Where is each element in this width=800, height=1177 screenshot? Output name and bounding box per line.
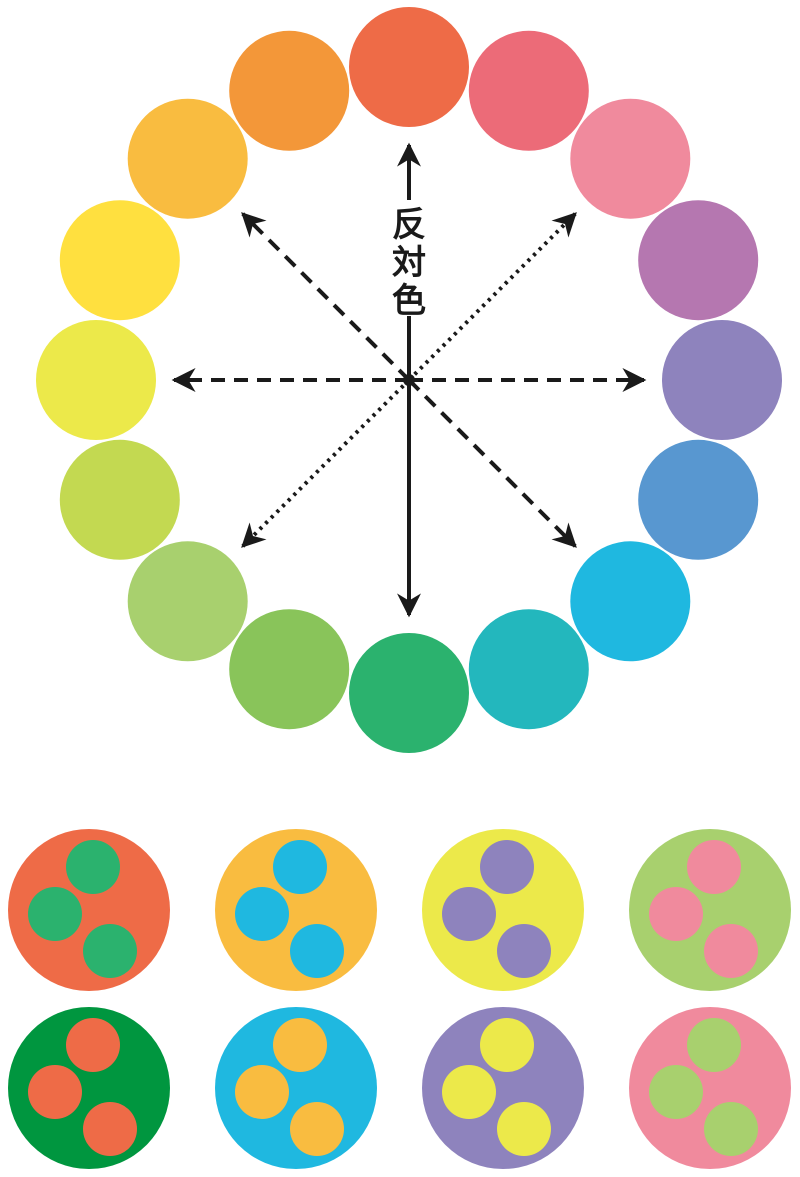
swatch-3 — [629, 829, 791, 991]
wheel-color-2 — [570, 98, 691, 219]
swatch-dot-0 — [273, 1018, 327, 1072]
swatch-0 — [8, 829, 170, 991]
swatch-dot-0 — [66, 840, 120, 894]
wheel-color-6 — [570, 541, 691, 662]
wheel-color-15 — [229, 30, 350, 151]
arrow-dashed-1-1 — [407, 378, 577, 548]
label-char-0: 反 — [392, 205, 426, 245]
swatch-dot-2 — [290, 1102, 344, 1156]
swatch-dot-2 — [290, 924, 344, 978]
swatch-dot-0 — [273, 840, 327, 894]
swatch-7 — [629, 1007, 791, 1169]
label-char-1: 対 — [392, 243, 426, 283]
wheel-color-3 — [638, 200, 759, 321]
swatch-dot-1 — [442, 1065, 496, 1119]
arrow-dotted-3-1 — [407, 212, 577, 382]
wheel-color-13 — [59, 200, 180, 321]
wheel-color-11 — [59, 439, 180, 560]
swatch-dot-2 — [704, 1102, 758, 1156]
swatch-4 — [8, 1007, 170, 1169]
swatch-dot-1 — [235, 1065, 289, 1119]
swatch-dot-1 — [235, 887, 289, 941]
swatch-dot-2 — [704, 924, 758, 978]
wheel-color-4 — [662, 320, 782, 440]
wheel-color-9 — [229, 609, 350, 730]
wheel-color-7 — [468, 609, 589, 730]
label-background — [388, 200, 430, 316]
arrow-center-dot — [403, 374, 415, 386]
swatch-5 — [215, 1007, 377, 1169]
swatch-dot-2 — [497, 924, 551, 978]
wheel-color-12 — [36, 320, 156, 440]
label-char-2: 色 — [392, 281, 426, 321]
wheel-color-10 — [127, 541, 248, 662]
swatch-dot-0 — [66, 1018, 120, 1072]
arrow-dotted-3-0 — [241, 378, 411, 548]
arrow-dashed-1-0 — [241, 212, 411, 382]
wheel-color-0 — [349, 7, 469, 127]
swatch-dot-2 — [497, 1102, 551, 1156]
wheel-color-1 — [468, 30, 589, 151]
swatch-dot-0 — [480, 840, 534, 894]
swatch-dot-1 — [28, 1065, 82, 1119]
swatch-dot-1 — [442, 887, 496, 941]
swatch-2 — [422, 829, 584, 991]
wheel-color-14 — [127, 98, 248, 219]
swatch-1 — [215, 829, 377, 991]
swatch-dot-1 — [649, 887, 703, 941]
opposite-color-label: 反対色 — [392, 205, 426, 321]
swatch-dot-2 — [83, 924, 137, 978]
swatch-6 — [422, 1007, 584, 1169]
swatch-dot-2 — [83, 1102, 137, 1156]
swatch-dot-0 — [687, 1018, 741, 1072]
wheel-color-5 — [638, 439, 759, 560]
swatch-dot-1 — [28, 887, 82, 941]
swatch-dot-1 — [649, 1065, 703, 1119]
swatch-dot-0 — [480, 1018, 534, 1072]
color-wheel — [36, 7, 782, 753]
wheel-color-8 — [349, 633, 469, 753]
complementary-swatch-grid — [8, 829, 791, 1169]
swatch-dot-0 — [687, 840, 741, 894]
